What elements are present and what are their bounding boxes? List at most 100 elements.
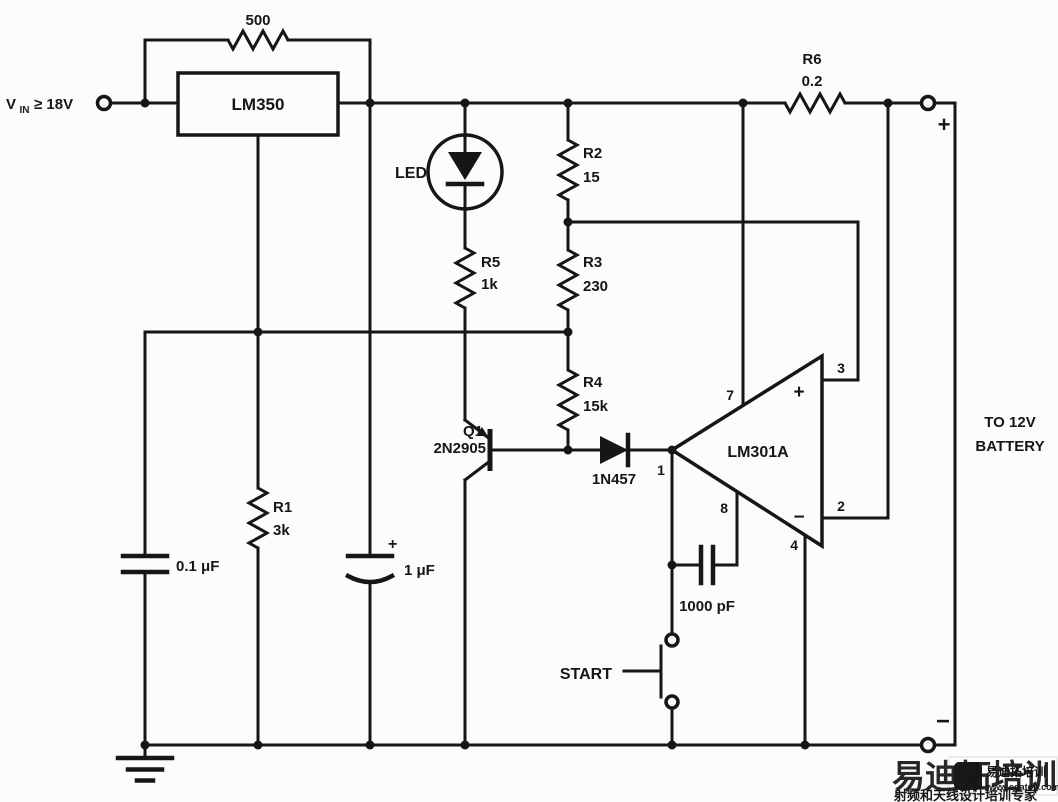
- junction-dot: [253, 327, 263, 337]
- r2-value: 15: [583, 169, 600, 186]
- opamp-pin2-label: 2: [837, 498, 845, 514]
- switch-contact-top: [664, 632, 680, 648]
- resistor-r1: R1 3k: [245, 330, 292, 747]
- watermark-logo-square: [954, 762, 982, 790]
- battery-minus-sign: −: [936, 708, 950, 735]
- junction-dot: [365, 740, 375, 750]
- wire: [566, 220, 860, 382]
- ground-symbol: [115, 743, 175, 783]
- opamp-pin4-label: 4: [790, 537, 798, 553]
- input-terminal: [95, 94, 113, 112]
- feedback-resistor-value: 500: [245, 12, 270, 29]
- transistor-q1: Q1 2N2905: [433, 417, 570, 747]
- feedback-resistor-500: 500: [226, 12, 290, 53]
- r6-ref: R6: [802, 51, 821, 68]
- r2-ref: R2: [583, 145, 602, 162]
- start-switch: START: [560, 632, 680, 710]
- battery-bracket: [933, 101, 957, 747]
- junction-dot: [563, 327, 573, 337]
- junction-dot: [365, 98, 375, 108]
- watermark-tagline: 射频和天线设计培训专家: [893, 788, 1038, 802]
- c2-polarity: +: [388, 536, 397, 553]
- vin-subscript: IN: [20, 105, 30, 116]
- r3-value: 230: [583, 278, 608, 295]
- vin-label: V: [6, 96, 16, 113]
- c1-value: 0.1 μF: [176, 558, 219, 575]
- capacitor-c3: 1000 pF: [679, 544, 735, 615]
- resistor-r6: R6 0.2: [783, 51, 847, 116]
- resistor-zigzag: [783, 90, 847, 116]
- wire: [143, 38, 372, 105]
- c2-value: 1 μF: [404, 562, 435, 579]
- resistor-r4: R4 15k: [555, 368, 609, 432]
- opamp-pin3-label: 3: [837, 360, 845, 376]
- regulator-lm350: LM350: [176, 71, 340, 137]
- vin-condition: ≥ 18V: [34, 96, 73, 113]
- wire: [820, 101, 890, 520]
- q1-part: 2N2905: [433, 440, 486, 457]
- junction-dot: [563, 98, 573, 108]
- resistor-zigzag: [555, 248, 581, 312]
- power-input: V IN ≥ 18V: [6, 94, 113, 116]
- opamp-pin7-label: 7: [726, 387, 734, 403]
- start-label: START: [560, 666, 612, 683]
- q1-ref: Q1: [463, 423, 483, 440]
- diode-1n457: 1N457: [592, 432, 636, 488]
- resistor-zigzag: [452, 246, 478, 310]
- resistor-zigzag: [555, 138, 581, 202]
- junction-dot: [460, 740, 470, 750]
- junction-dot: [667, 445, 677, 455]
- opamp-triangle: [668, 352, 824, 550]
- resistor-zigzag: [226, 27, 290, 53]
- resistor-zigzag: [555, 368, 581, 432]
- diode-anode-triangle: [600, 436, 628, 464]
- r1-ref: R1: [273, 499, 292, 516]
- junction-dot: [563, 445, 573, 455]
- q1-emitter-arrow: [477, 427, 489, 438]
- junction-dots: [140, 98, 893, 750]
- lm350-label: LM350: [232, 95, 285, 114]
- resistor-r3: R3 230: [555, 248, 608, 312]
- opamp-inverting-sign: −: [793, 507, 804, 528]
- lm350-body: [176, 71, 340, 137]
- r5-value: 1k: [481, 276, 498, 293]
- r4-ref: R4: [583, 374, 603, 391]
- resistor-r2: R2 15: [555, 138, 602, 202]
- battery-plus-terminal: [919, 94, 937, 112]
- battery-terminals: + − TO 12V BATTERY: [919, 94, 1045, 754]
- junction-dot: [738, 98, 748, 108]
- watermark: ed 易迪拓培训 www.edatop.com 易迪拓培训 射频和天线设计培训专…: [892, 756, 1058, 802]
- junction-dot: [883, 98, 893, 108]
- junction-dot: [253, 740, 263, 750]
- junction-dot: [667, 740, 677, 750]
- junction-dot: [460, 98, 470, 108]
- c2-plate-bottom: [344, 572, 396, 585]
- resistor-zigzag: [245, 486, 271, 550]
- r1-value: 3k: [273, 522, 290, 539]
- junction-dot: [563, 217, 573, 227]
- r6-value: 0.2: [802, 73, 823, 90]
- battery-plus-sign: +: [938, 112, 951, 137]
- resistor-r5: R5 1k: [452, 246, 500, 310]
- capacitor-c1: 0.1 μF: [120, 553, 219, 575]
- watermark-logo-url: www.edatop.com: [985, 782, 1058, 792]
- led-indicator: LED: [395, 133, 504, 211]
- watermark-logo-name: 易迪拓培训: [986, 764, 1046, 779]
- battery-label-line2: BATTERY: [975, 438, 1044, 455]
- capacitor-c2: + 1 μF: [344, 536, 435, 585]
- opamp-pin8-label: 8: [720, 500, 728, 516]
- battery-minus-terminal: [919, 736, 937, 754]
- q1-collector-lead: [462, 458, 493, 747]
- watermark-logo-glyph: ed: [959, 770, 978, 787]
- opamp-part: LM301A: [727, 444, 789, 461]
- junction-dot: [667, 560, 677, 570]
- battery-label-line1: TO 12V: [984, 414, 1035, 431]
- switch-contact-bottom: [664, 694, 680, 710]
- opamp-pin1-label: 1: [657, 462, 665, 478]
- r4-value: 15k: [583, 398, 609, 415]
- junction-dot: [140, 740, 150, 750]
- watermark-brand: 易迪拓培训: [892, 758, 1057, 795]
- r5-ref: R5: [481, 254, 500, 271]
